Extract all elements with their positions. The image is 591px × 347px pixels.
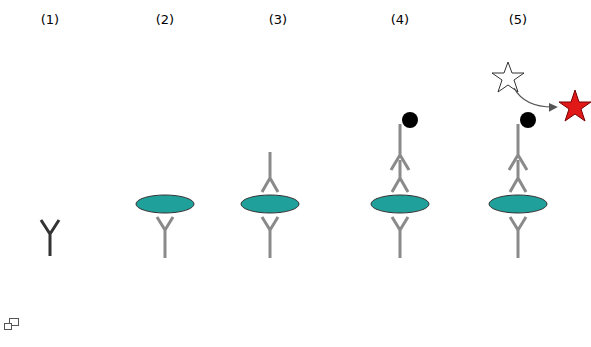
expand-icon bbox=[5, 319, 19, 330]
step-number: (5) bbox=[509, 12, 527, 28]
product-star bbox=[559, 90, 591, 121]
antigen bbox=[136, 195, 547, 213]
substrate-star bbox=[492, 62, 524, 92]
capture-antibody bbox=[41, 220, 59, 256]
step-number: (3) bbox=[269, 12, 287, 28]
step-number: (2) bbox=[156, 12, 174, 28]
enzyme bbox=[402, 112, 536, 128]
secondary-antibodies bbox=[391, 124, 527, 170]
step-number: (1) bbox=[41, 12, 59, 28]
detection-antibodies bbox=[262, 152, 526, 192]
conversion-arrow bbox=[514, 88, 556, 107]
capture-antibodies bbox=[157, 217, 526, 258]
step-number: (4) bbox=[391, 12, 409, 28]
